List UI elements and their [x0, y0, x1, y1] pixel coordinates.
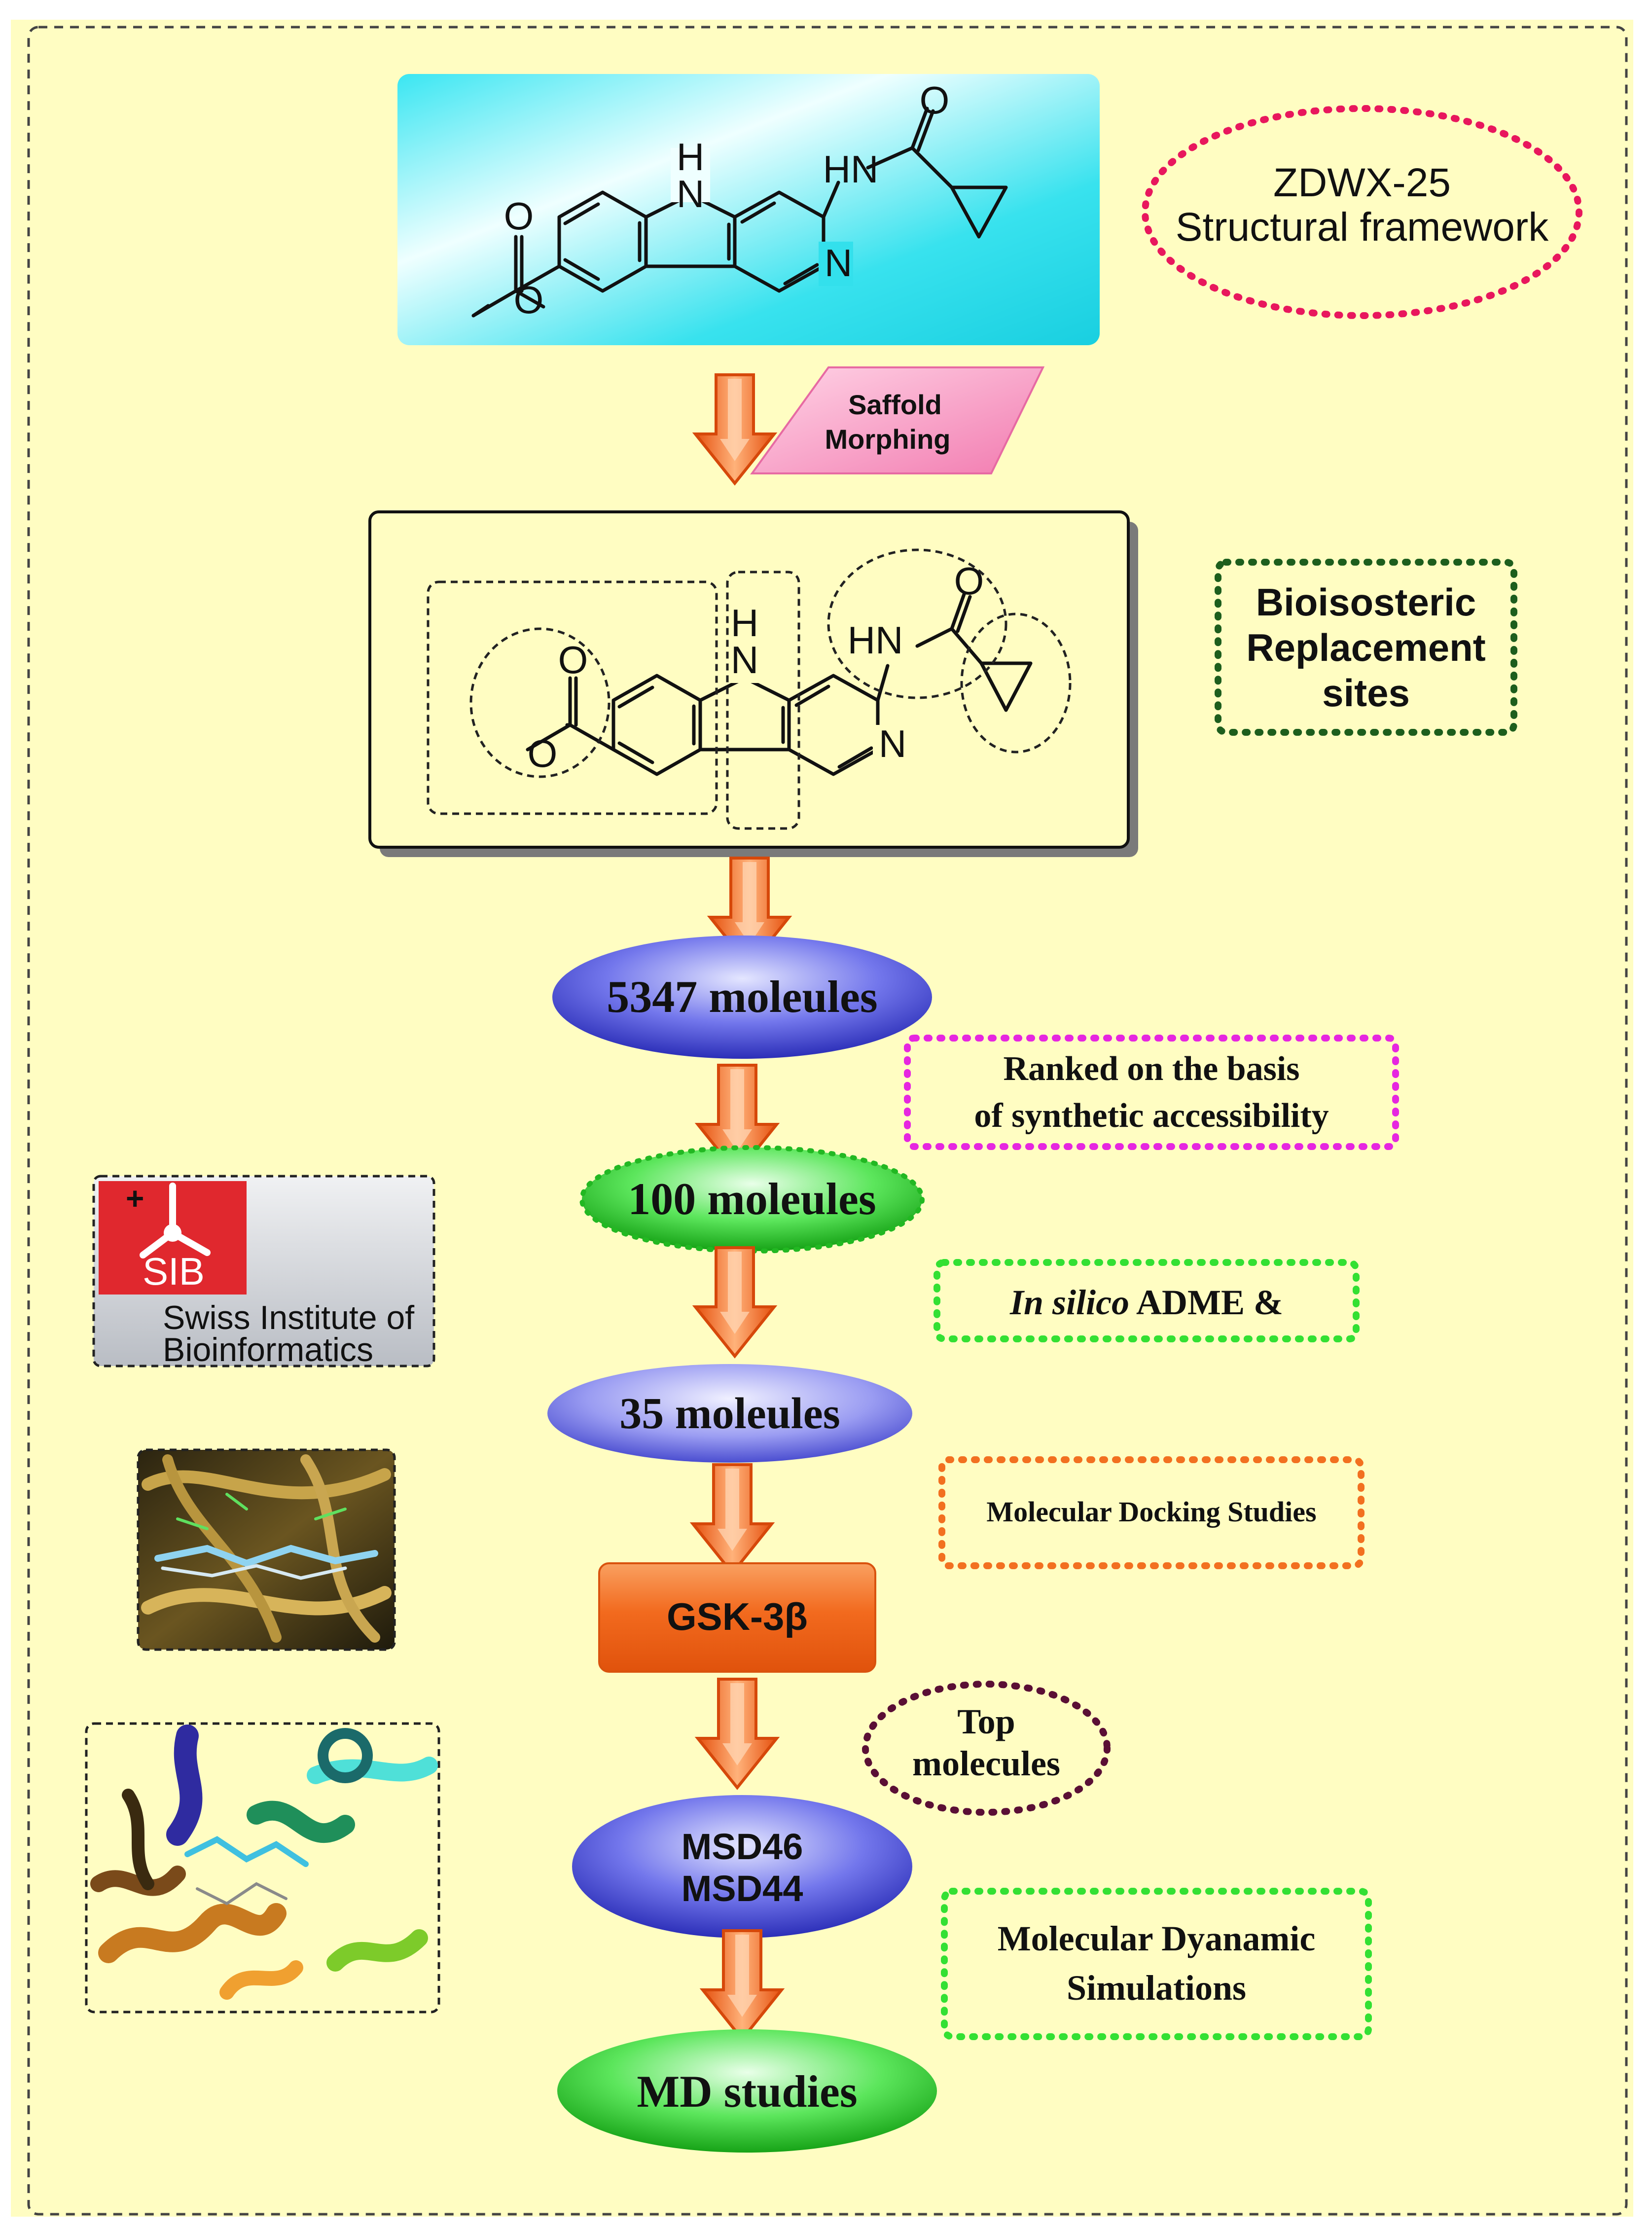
svg-text:O: O	[954, 559, 984, 603]
sib-line1: Swiss Institute of	[163, 1299, 414, 1336]
gsk3b-label: GSK-3β	[667, 1595, 808, 1638]
svg-text:HN: HN	[848, 618, 903, 662]
step-msd46-label: MSD46	[682, 1826, 803, 1867]
docking-note-box	[938, 1456, 1365, 1569]
svg-text:O: O	[528, 732, 558, 775]
md-note-line1: Molecular Dyanamic	[998, 1919, 1316, 1958]
atom-o-ester: O	[514, 278, 544, 322]
sib-line2: Bioinformatics	[163, 1331, 373, 1368]
atom-hn: HN	[823, 147, 879, 191]
morphing-label: Saffold Morphing	[750, 366, 1045, 474]
zdwx25-ellipse	[1142, 105, 1582, 319]
md-note-line2: Simulations	[1067, 1968, 1246, 2008]
atom-n-pyridine: N	[825, 241, 852, 285]
md-note-box	[941, 1888, 1372, 2040]
bioisostere-structure	[526, 592, 1033, 776]
svg-text:N: N	[731, 638, 758, 682]
bioisosteric-line2: Replacement	[1246, 626, 1486, 669]
step-5347-label: 5347 moleules	[607, 971, 877, 1022]
atom-h: H	[677, 135, 704, 179]
top-molecules-line1: Top	[957, 1702, 1015, 1741]
ranked-note-line1: Ranked on the basis	[1003, 1050, 1299, 1088]
atom-n-indole: N	[677, 172, 704, 216]
replacement-site-markers	[427, 548, 1072, 830]
adme-note: In silico ADME &	[1009, 1283, 1283, 1322]
sib-abbr: SIB	[143, 1250, 205, 1293]
bioisostere-atom-labels: H N HN N O O O	[528, 559, 984, 775]
step-msd-ellipse	[572, 1795, 912, 1938]
step-100-label: 100 moleules	[628, 1174, 876, 1224]
outer-dashed-border	[27, 26, 1628, 2216]
bioisosteric-line1: Bioisosteric	[1256, 580, 1476, 624]
step-md-studies-ellipse	[557, 2029, 937, 2153]
svg-text:Saffold: Saffold	[848, 389, 942, 420]
bioisosteric-label-box	[1215, 559, 1517, 736]
sib-logo: + SIB Swiss Institute of Bioinformatics	[92, 1175, 435, 1368]
gsk3b-box	[598, 1562, 876, 1673]
docking-note: Molecular Docking Studies	[986, 1496, 1316, 1528]
step-5347-ellipse	[552, 935, 932, 1059]
svg-text:Morphing: Morphing	[825, 424, 950, 455]
bioisosteric-line3: sites	[1322, 671, 1410, 715]
zdwx25-structure	[471, 107, 1008, 318]
zdwx25-subtitle: Structural framework	[1176, 205, 1549, 250]
top-molecules-line2: molecules	[912, 1744, 1060, 1783]
protein-ribbon-image	[85, 1722, 440, 2014]
top-molecules-ellipse	[862, 1681, 1111, 1816]
sib-plus-glyph: +	[126, 1181, 144, 1216]
step-35-label: 35 moleules	[619, 1389, 840, 1438]
atom-o-amide: O	[920, 78, 950, 122]
svg-text:N: N	[879, 722, 906, 765]
atom-o-carbonyl: O	[504, 194, 534, 238]
step-msd44-label: MSD44	[682, 1868, 803, 1909]
zdwx25-title: ZDWX-25	[1273, 160, 1451, 205]
adme-note-box	[934, 1259, 1360, 1342]
zdwx25-atom-labels: H N HN N O O O	[504, 78, 950, 322]
step-35-ellipse	[547, 1364, 912, 1463]
docking-image	[137, 1448, 396, 1651]
svg-text:H: H	[731, 601, 758, 645]
step-md-studies-label: MD studies	[637, 2066, 857, 2117]
ranked-note-line2: of synthetic accessibility	[974, 1097, 1329, 1135]
